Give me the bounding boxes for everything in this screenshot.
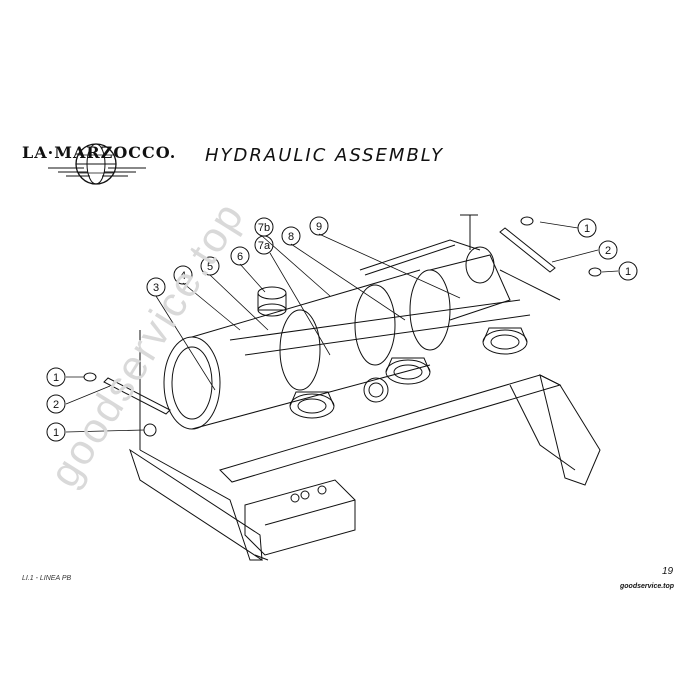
- callout-label: 1: [53, 427, 59, 439]
- callout-7a: [254, 235, 274, 255]
- callout-2-left: [46, 394, 66, 414]
- callout-label: 1: [625, 266, 631, 278]
- chassis-frame: [129, 214, 601, 561]
- page-title: HYDRAULIC ASSEMBLY: [205, 145, 445, 166]
- footer-site: goodservice.top: [620, 583, 675, 590]
- brand-logo-text: LA·MARZOCCO.: [22, 143, 177, 162]
- callout-label: 6: [237, 251, 243, 263]
- callout-8: [281, 226, 301, 246]
- callout-6: [230, 246, 250, 266]
- callout-label: 8: [288, 231, 294, 243]
- leader-lines: [65, 221, 619, 433]
- control-box: [244, 479, 356, 556]
- callout-1-right: [618, 261, 638, 281]
- group-heads: [289, 327, 528, 419]
- callout-1-top: [577, 218, 597, 238]
- callout-label: 7b: [258, 222, 270, 234]
- callout-label: 2: [605, 245, 611, 257]
- callout-label: 5: [207, 261, 213, 273]
- pipework: [229, 239, 561, 356]
- callout-label: 2: [53, 399, 59, 411]
- callout-label: 3: [153, 282, 159, 294]
- callout-label: 9: [316, 221, 322, 233]
- callout-label: 7a: [258, 240, 271, 252]
- callout-4: [173, 265, 193, 285]
- callout-label: 4: [180, 270, 186, 282]
- la-marzocco-logo: [48, 143, 146, 185]
- callout-3: [146, 277, 166, 297]
- callout-1-left-top: [46, 367, 66, 387]
- callout-9: [309, 216, 329, 236]
- bracket-right: [499, 216, 602, 277]
- callout-2-right: [598, 240, 618, 260]
- page-number: 19: [662, 566, 674, 577]
- footer-model: LI.1 - LINEA PB: [22, 575, 72, 582]
- callout-markers: 1 2 1 1 2 1 3 4 5 6 7b 7a 8 9: [46, 216, 638, 442]
- callout-label: 1: [53, 372, 59, 384]
- pressure-gauge: [257, 286, 287, 317]
- callout-5: [200, 256, 220, 276]
- callout-1-left-bottom: [46, 422, 66, 442]
- callout-label: 1: [584, 223, 590, 235]
